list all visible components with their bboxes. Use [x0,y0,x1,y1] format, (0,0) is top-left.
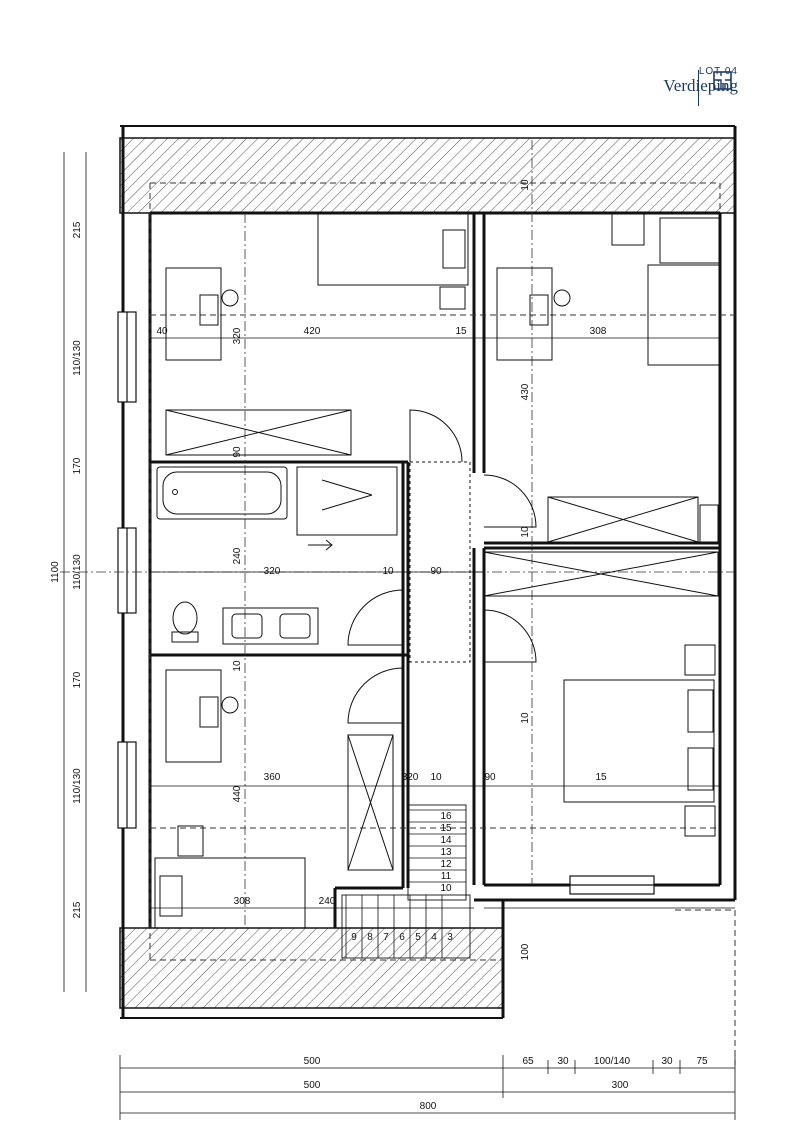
dimension-label: 800 [420,1101,437,1112]
stair-step-number: 8 [367,932,373,943]
dimension-label: 10 [382,566,394,577]
dimension-label: 15 [595,772,607,783]
furniture-bedroom-2 [496,212,721,544]
bottom-dimension-chain [119,1055,736,1120]
dimension-label: 10 [520,712,531,724]
dimension-label: 100/140 [594,1056,631,1067]
dimension-label: 430 [520,383,531,400]
dimension-label: 110/130 [72,340,83,376]
dimension-label: 10 [520,179,531,191]
dimension-label: 440 [232,785,243,802]
dimension-label: 1100 [50,561,61,583]
dimension-label: 10 [430,772,442,783]
dimension-label: 30 [661,1056,673,1067]
stair-step-number: 15 [440,823,452,834]
stair-step-number: 16 [440,811,452,822]
dimension-label: 300 [612,1080,629,1091]
windows [117,311,655,895]
dimension-label: 320 [232,327,243,344]
dimension-label: 110/130 [72,768,83,804]
dimension-label: 360 [264,772,281,783]
stair-step-number: 12 [440,859,452,870]
stair-step-number: 4 [431,932,437,943]
stair-step-number: 7 [383,932,389,943]
dimension-label: 500 [304,1056,321,1067]
furniture-bedroom-3 [154,669,394,929]
left-dimension-chain [63,152,87,992]
dimension-label: 215 [72,221,83,238]
floor-name: Verdieping [663,76,738,95]
dimension-label: 30 [557,1056,569,1067]
staircase [341,804,471,959]
measurement-lines [150,337,735,909]
dimension-label: 308 [234,896,251,907]
stair-step-number: 13 [440,847,452,858]
dimension-label: 10 [232,660,243,672]
dimension-label: 100 [520,943,531,960]
dimension-label: 215 [72,901,83,918]
dimension-label: 500 [304,1080,321,1091]
stair-step-number: 11 [441,871,452,882]
dimension-label: 240 [319,896,336,907]
dimension-label: 75 [696,1056,708,1067]
dimension-label: 90 [484,772,496,783]
stair-step-number: 9 [351,932,357,943]
furniture-bedroom-4 [483,551,719,837]
dimension-label: 320 [264,566,281,577]
dynamic-layer: 215 110/130 170 110/130 170 110/130 215 1100 500… [50,179,708,1112]
dimension-label: 90 [430,566,442,577]
dimension-label: 65 [522,1056,534,1067]
header-divider [698,70,699,106]
roof-hatch [119,125,736,1019]
bathroom [156,466,398,645]
dimension-label: 170 [72,671,83,688]
stair-step-number: 3 [447,932,453,943]
dimension-label: 90 [232,446,243,458]
doors [347,409,537,724]
stair-step-number: 14 [440,835,452,846]
dimension-label: 240 [232,547,243,564]
dimension-label: 15 [455,326,467,337]
dimension-label: 10 [520,526,531,538]
stair-step-number: 5 [415,932,421,943]
dimension-label: 170 [72,457,83,474]
furniture-bedroom-1 [165,212,469,456]
dimension-label: 40 [156,326,168,337]
dimension-label: 110/130 [72,554,83,590]
stair-step-number: 10 [440,883,452,894]
dimension-label: 320 [402,772,419,783]
dimension-label: 308 [590,326,607,337]
dimension-label: 420 [304,326,321,337]
floor-plan-icon [713,71,732,90]
stair-step-number: 6 [399,932,405,943]
